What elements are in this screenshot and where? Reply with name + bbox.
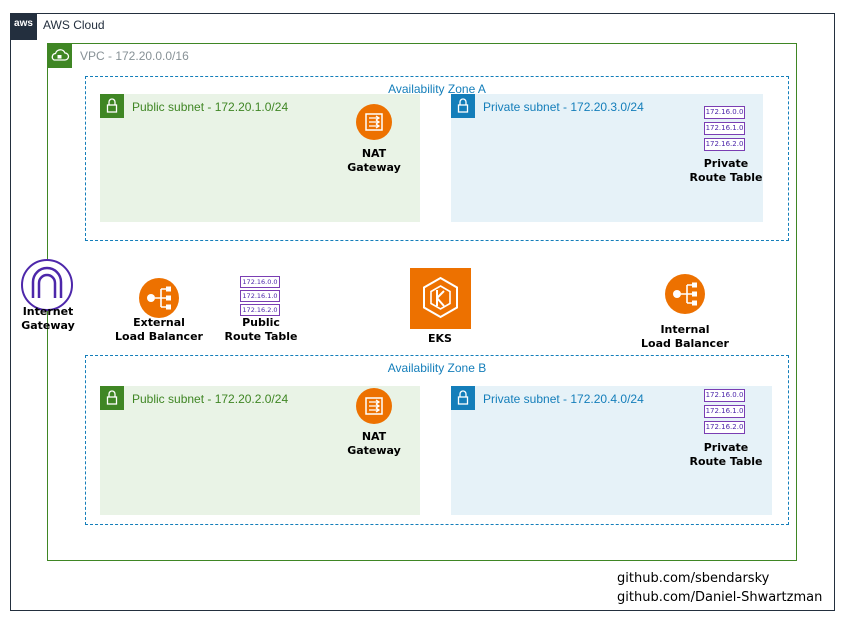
- credit-link[interactable]: github.com/sbendarsky: [617, 571, 770, 586]
- route-entry: 172.16.2.0: [704, 138, 745, 151]
- lock-icon: [451, 386, 475, 410]
- internet-gateway-label: Internet Gateway: [21, 305, 75, 332]
- route-entry: 172.16.0.0: [704, 106, 745, 119]
- public-subnet-a-title: Public subnet - 172.20.1.0/24: [132, 100, 289, 114]
- aws-cloud-title: AWS Cloud: [43, 18, 105, 32]
- load-balancer-icon: [138, 277, 180, 319]
- lock-icon: [451, 94, 475, 118]
- public-route-table-icon: 172.16.0.0 172.16.1.0 172.16.2.0: [240, 276, 280, 318]
- credit-link[interactable]: github.com/Daniel-Shwartzman: [617, 590, 823, 605]
- eks-label: EKS: [428, 332, 452, 345]
- route-entry: 172.16.2.0: [704, 421, 745, 434]
- route-entry: 172.16.1.0: [240, 290, 280, 302]
- load-balancer-icon: [664, 273, 706, 315]
- private-route-table-label: Private Route Table: [689, 441, 763, 468]
- vpc-cloud-icon: [47, 43, 72, 68]
- route-entry: 172.16.1.0: [704, 122, 745, 135]
- private-route-table-icon: 172.16.0.0 172.16.1.0 172.16.2.0: [704, 389, 745, 437]
- private-route-table-icon: 172.16.0.0 172.16.1.0 172.16.2.0: [704, 106, 745, 154]
- nat-gateway-icon: [355, 103, 393, 141]
- internet-gateway-icon: [20, 258, 74, 312]
- availability-zone-b-title: Availability Zone B: [387, 361, 487, 375]
- eks-icon: [410, 268, 471, 329]
- vpc-title: VPC - 172.20.0.0/16: [80, 49, 189, 63]
- private-route-table-label: Private Route Table: [689, 157, 763, 184]
- route-entry: 172.16.0.0: [704, 389, 745, 402]
- availability-zone-a: [85, 76, 789, 241]
- route-entry: 172.16.1.0: [704, 405, 745, 418]
- lock-icon: [100, 386, 124, 410]
- availability-zone-b: [85, 355, 789, 525]
- availability-zone-a-title: Availability Zone A: [388, 82, 486, 96]
- private-subnet-a-title: Private subnet - 172.20.3.0/24: [483, 100, 644, 114]
- external-load-balancer-label: External Load Balancer: [115, 316, 203, 343]
- nat-gateway-label: NAT Gateway: [347, 430, 401, 457]
- public-route-table-label: Public Route Table: [224, 316, 298, 343]
- nat-gateway-icon: [355, 387, 393, 425]
- internal-load-balancer-label: Internal Load Balancer: [641, 323, 729, 350]
- route-entry: 172.16.2.0: [240, 304, 280, 316]
- lock-icon: [100, 94, 124, 118]
- aws-logo-icon: aws: [10, 13, 37, 40]
- nat-gateway-label: NAT Gateway: [347, 147, 401, 174]
- route-entry: 172.16.0.0: [240, 276, 280, 288]
- aws-cloud-group: [10, 13, 835, 611]
- private-subnet-b-title: Private subnet - 172.20.4.0/24: [483, 392, 644, 406]
- public-subnet-b-title: Public subnet - 172.20.2.0/24: [132, 392, 289, 406]
